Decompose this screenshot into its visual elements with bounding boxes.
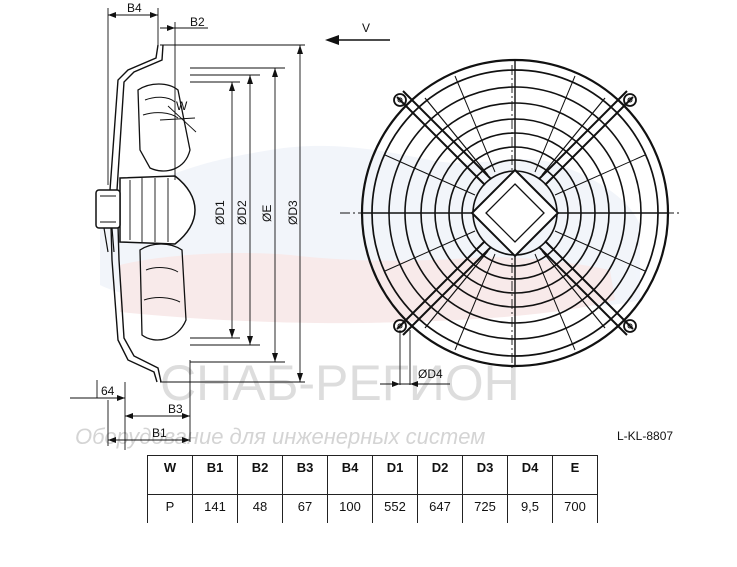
spec-header-cell: B3 (282, 455, 328, 495)
spec-header-cell: D2 (417, 455, 463, 495)
spec-value-cell: 725 (462, 494, 508, 523)
dimension-lines (70, 8, 680, 450)
spec-header-cell: B1 (192, 455, 238, 495)
label-w: W (176, 99, 188, 113)
label-d4: ØD4 (418, 367, 443, 381)
spec-header-row: W B1 B2 B3 B4 D1 D2 D3 D4 E (147, 455, 598, 495)
label-b1: B1 (152, 426, 167, 440)
spec-value-cell: 100 (327, 494, 373, 523)
spec-value-cell: 700 (552, 494, 598, 523)
spec-value-cell: 552 (372, 494, 418, 523)
specification-table: W B1 B2 B3 B4 D1 D2 D3 D4 E P 141 48 67 … (147, 455, 598, 523)
dimension-arrows (108, 12, 418, 443)
label-b4: B4 (127, 1, 142, 15)
spec-value-cell: P (147, 494, 193, 523)
spec-header-cell: B2 (237, 455, 283, 495)
spec-header-cell: W (147, 455, 193, 495)
fan-side-view (95, 44, 196, 383)
label-d3: ØD3 (286, 200, 300, 225)
label-e: ØE (260, 205, 274, 222)
label-64: 64 (101, 384, 115, 398)
spec-header-cell: E (552, 455, 598, 495)
view-arrow (325, 35, 390, 45)
spec-header-cell: D4 (507, 455, 553, 495)
label-b3: B3 (168, 402, 183, 416)
spec-value-cell: 67 (282, 494, 328, 523)
watermark-brand: СНАБ-РЕГИОН (160, 355, 520, 411)
drawing-code: L-KL-8807 (617, 429, 673, 443)
spec-header-cell: D1 (372, 455, 418, 495)
spec-value-cell: 647 (417, 494, 463, 523)
spec-header-cell: B4 (327, 455, 373, 495)
label-d2: ØD2 (235, 200, 249, 225)
spec-value-cell: 141 (192, 494, 238, 523)
watermark-tagline: Оборудование для инженерных систем (75, 424, 485, 449)
spec-value-row: P 141 48 67 100 552 647 725 9,5 700 (147, 494, 598, 523)
spec-value-cell: 9,5 (507, 494, 553, 523)
spec-value-cell: 48 (237, 494, 283, 523)
label-view-v: V (362, 21, 370, 35)
fan-front-view (360, 58, 670, 368)
fan-technical-drawing: СНАБ-РЕГИОН Оборудование для инженерных … (70, 1, 680, 450)
label-d1: ØD1 (213, 200, 227, 225)
spec-header-cell: D3 (462, 455, 508, 495)
label-b2: B2 (190, 15, 205, 29)
